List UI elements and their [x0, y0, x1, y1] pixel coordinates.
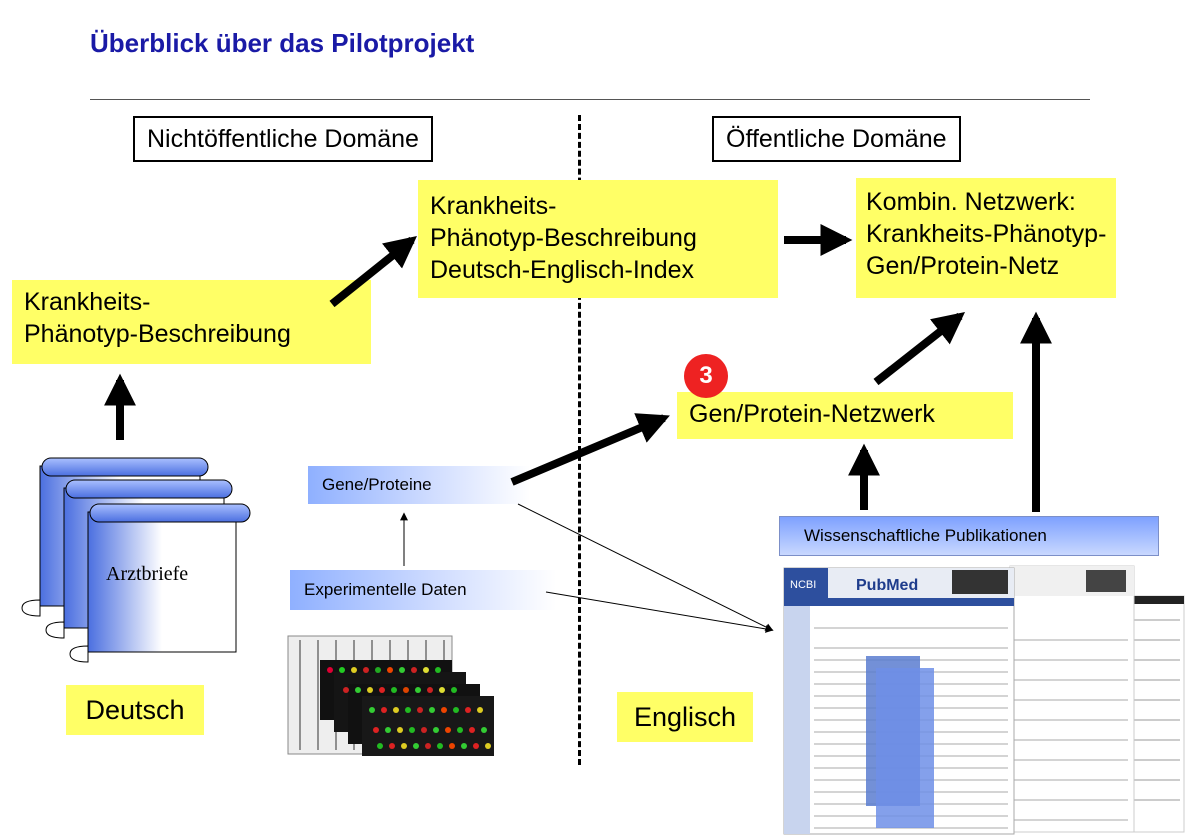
pubmed-page-back [1103, 595, 1185, 833]
experimental-data-box: Experimentelle Daten [290, 570, 556, 610]
gel-grid [299, 640, 445, 750]
step-badge: 3 [684, 354, 728, 398]
local-description-box: Krankheits- Phänotyp-Beschreibung [12, 280, 371, 364]
pubmed-page-middle [1009, 565, 1135, 833]
combined-network-box: Kombin. Netzwerk: Krankheits-Phänotyp- G… [856, 178, 1116, 298]
title-rule [90, 99, 1090, 100]
gene-network-box: Gen/Protein-Netzwerk [677, 392, 1013, 439]
index-line-2: Phänotyp-Beschreibung [430, 224, 697, 252]
index-line-3: Deutsch-Englisch-Index [430, 256, 695, 284]
arrow-genes-to-gene-network [510, 413, 670, 486]
index-line-1: Krankheits- [430, 192, 557, 220]
public-domain-label: Öffentliche Domäne [712, 116, 961, 162]
network-line-1: Kombin. Netzwerk: [866, 188, 1076, 216]
pubmed-logo-text: PubMed [856, 577, 918, 594]
network-line-3: Gen/Protein-Netz [866, 252, 1060, 280]
arrow-gene-network-to-network [873, 312, 966, 386]
microarray-spots [327, 667, 491, 749]
arrow-genes-to-publications [517, 503, 774, 631]
ncbi-text: NCBI [790, 579, 816, 591]
scroll-back [21, 457, 209, 617]
private-domain-label: Nichtöffentliche Domäne [133, 116, 433, 162]
index-box: Krankheits- Phänotyp-Beschreibung Deutsc… [418, 180, 778, 298]
genes-proteins-box: Gene/Proteine [308, 466, 530, 504]
local-description-line-2: Phänotyp-Beschreibung [24, 320, 291, 348]
publications-box: Wissenschaftliche Publikationen [779, 516, 1159, 556]
network-line-2: Krankheits-Phänotyp- [866, 220, 1107, 248]
scroll-middle [45, 479, 233, 639]
arztbriefe-label: Arztbriefe [106, 563, 189, 585]
english-label: Englisch [617, 692, 753, 742]
pubmed-page-front: NCBI PubMed [783, 567, 1015, 835]
german-label: Deutsch [66, 685, 204, 735]
page-title: Überblick über das Pilotprojekt [90, 28, 475, 58]
local-description-line-1: Krankheits- [24, 288, 151, 316]
